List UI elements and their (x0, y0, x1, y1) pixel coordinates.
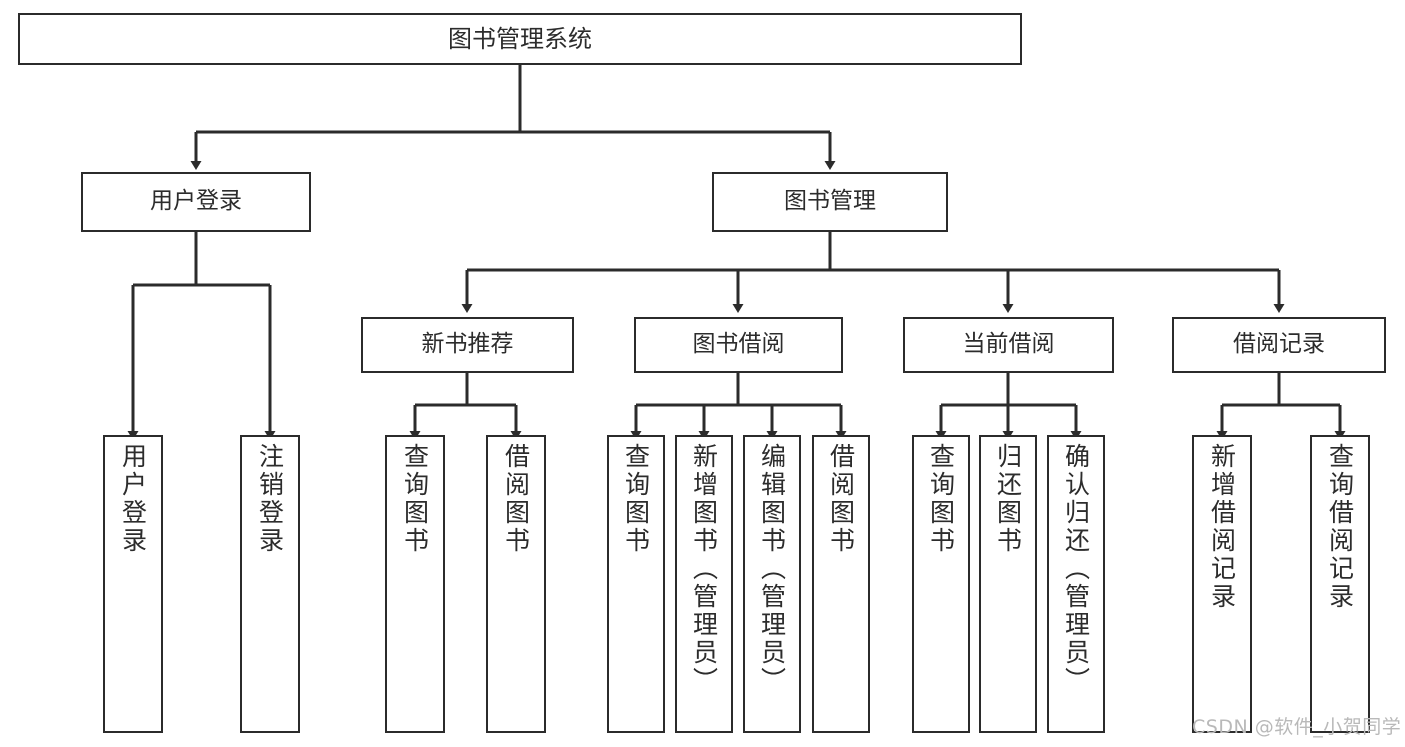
node-label: 当前借阅 (962, 331, 1055, 358)
node-book-management[interactable]: 图书管理 (712, 172, 948, 232)
node-current-borrow[interactable]: 当前借阅 (903, 317, 1114, 373)
leaf-user-login[interactable]: 用户登录 (103, 435, 163, 733)
node-label: 新书推荐 (421, 331, 514, 358)
node-label: 用户登录 (150, 188, 242, 215)
node-label: 借阅图书 (501, 443, 531, 555)
node-label: 新增借阅记录 (1207, 443, 1237, 611)
leaf-bb-edit-book[interactable]: 编辑图书（管理员） (743, 435, 801, 733)
leaf-br-add-record[interactable]: 新增借阅记录 (1192, 435, 1252, 733)
node-label: 图书管理系统 (448, 24, 592, 53)
node-label: 注销登录 (255, 443, 285, 555)
node-borrow-record[interactable]: 借阅记录 (1172, 317, 1386, 373)
node-label: 编辑图书（管理员） (757, 443, 787, 695)
leaf-cb-return-book[interactable]: 归还图书 (979, 435, 1037, 733)
leaf-cb-query-book[interactable]: 查询图书 (912, 435, 970, 733)
leaf-bb-add-book[interactable]: 新增图书（管理员） (675, 435, 733, 733)
leaf-bb-borrow-book[interactable]: 借阅图书 (812, 435, 870, 733)
node-book-borrow[interactable]: 图书借阅 (634, 317, 843, 373)
node-label: 图书管理 (784, 188, 876, 215)
node-root-system[interactable]: 图书管理系统 (18, 13, 1022, 65)
node-label: 查询借阅记录 (1325, 443, 1355, 611)
node-label: 用户登录 (118, 443, 148, 555)
node-label: 查询图书 (621, 443, 651, 555)
node-new-book-recommend[interactable]: 新书推荐 (361, 317, 574, 373)
node-label: 借阅图书 (826, 443, 856, 555)
csdn-watermark: CSDN @软件_小贺同学 (1192, 716, 1402, 738)
leaf-nb-borrow-book[interactable]: 借阅图书 (486, 435, 546, 733)
node-label: 图书借阅 (692, 331, 785, 358)
leaf-cb-confirm-return[interactable]: 确认归还（管理员） (1047, 435, 1105, 733)
node-label: 查询图书 (926, 443, 956, 555)
node-label: 新增图书（管理员） (689, 443, 719, 695)
node-label: 借阅记录 (1233, 331, 1325, 358)
leaf-logout[interactable]: 注销登录 (240, 435, 300, 733)
node-label: 归还图书 (993, 443, 1023, 555)
node-user-login[interactable]: 用户登录 (81, 172, 311, 232)
node-label: 查询图书 (400, 443, 430, 555)
leaf-bb-query-book[interactable]: 查询图书 (607, 435, 665, 733)
leaf-br-query-record[interactable]: 查询借阅记录 (1310, 435, 1370, 733)
node-label: 确认归还（管理员） (1061, 443, 1091, 695)
leaf-nb-query-book[interactable]: 查询图书 (385, 435, 445, 733)
